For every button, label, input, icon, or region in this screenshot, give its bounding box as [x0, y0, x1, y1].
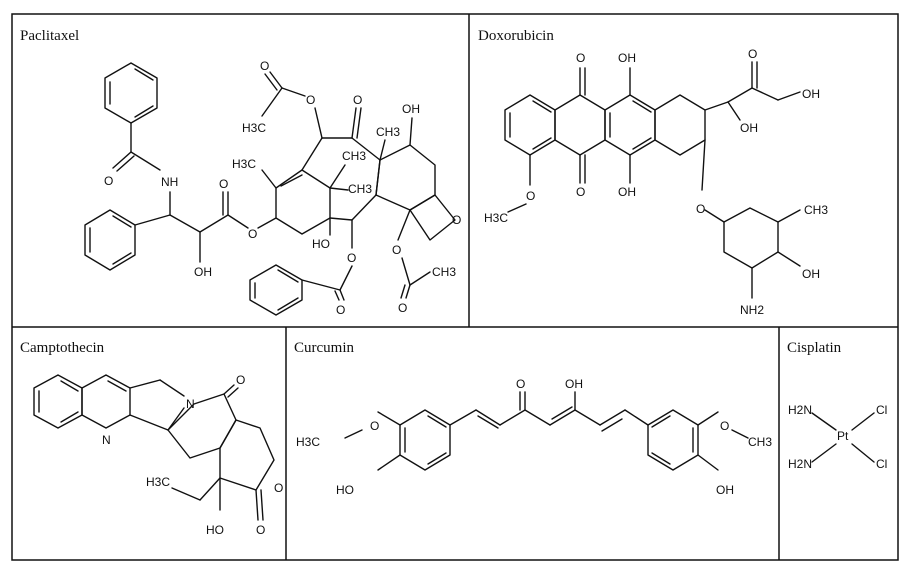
atom-o: O	[398, 301, 407, 315]
atom-o: O	[576, 51, 585, 65]
atom-n: N	[186, 397, 195, 411]
atom-ho: HO	[206, 523, 224, 537]
atom-h3c: H3C	[146, 475, 170, 489]
atom-ch3: CH3	[348, 182, 372, 196]
atom-ho: HO	[312, 237, 330, 251]
atom-cl: Cl	[876, 457, 887, 471]
atom-o: O	[526, 189, 535, 203]
camptothecin-structure: N N O O O H3C HO	[33, 373, 283, 537]
atom-o: O	[370, 419, 379, 433]
atom-o: O	[720, 419, 729, 433]
atom-oh: OH	[740, 121, 758, 135]
cisplatin-structure: H2N Cl Pt H2N Cl	[788, 403, 887, 471]
atom-o: O	[248, 227, 257, 241]
cisplatin-panel: Cisplatin H2N Cl Pt H2N Cl	[787, 340, 887, 471]
paclitaxel-structure: O NH OH O O H3C	[84, 59, 461, 317]
atom-h3c: H3C	[242, 121, 266, 135]
atom-oh: OH	[618, 51, 636, 65]
panel-title-camptothecin: Camptothecin	[20, 340, 105, 356]
atom-nh: NH	[161, 175, 178, 189]
atom-oh: OH	[802, 87, 820, 101]
atom-ch3: CH3	[804, 203, 828, 217]
atom-nh2: NH2	[740, 303, 764, 317]
atom-oh: OH	[802, 267, 820, 281]
atom-o: O	[452, 213, 461, 227]
atom-o: O	[274, 481, 283, 495]
atom-o: O	[347, 251, 356, 265]
atom-ch3: CH3	[432, 265, 456, 279]
atom-o: O	[336, 303, 345, 317]
atom-o: O	[306, 93, 315, 107]
atom-o: O	[696, 202, 705, 216]
atom-h2n: H2N	[788, 403, 812, 417]
panel-title-paclitaxel: Paclitaxel	[20, 28, 79, 44]
panel-title-curcumin: Curcumin	[294, 340, 354, 356]
atom-ch3: CH3	[376, 125, 400, 139]
atom-oh: OH	[402, 102, 420, 116]
atom-h3c: H3C	[232, 157, 256, 171]
camptothecin-panel: Camptothecin N N O O O	[20, 340, 283, 537]
atom-ho: HO	[336, 483, 354, 497]
atom-o: O	[236, 373, 245, 387]
paclitaxel-panel: Paclitaxel O NH OH	[20, 28, 461, 317]
doxorubicin-panel: Doxorubicin O O OH OH	[478, 28, 828, 317]
doxorubicin-structure: O O OH OH O OH OH	[484, 47, 828, 317]
curcumin-panel: Curcumin O H3C HO O OH	[294, 340, 772, 497]
atom-h3c: H3C	[296, 435, 320, 449]
atom-oh: OH	[565, 377, 583, 391]
atom-cl: Cl	[876, 403, 887, 417]
atom-o: O	[516, 377, 525, 391]
panel-title-cisplatin: Cisplatin	[787, 340, 842, 356]
atom-o: O	[104, 174, 113, 188]
atom-ch3: CH3	[748, 435, 772, 449]
atom-h2n: H2N	[788, 457, 812, 471]
atom-oh: OH	[194, 265, 212, 279]
atom-o: O	[260, 59, 269, 73]
curcumin-structure: O H3C HO O OH	[296, 377, 772, 497]
atom-o: O	[353, 93, 362, 107]
atom-o: O	[256, 523, 265, 537]
panel-title-doxorubicin: Doxorubicin	[478, 28, 554, 44]
atom-o: O	[748, 47, 757, 61]
atom-ch3: CH3	[342, 149, 366, 163]
atom-pt: Pt	[837, 429, 849, 443]
atom-oh: OH	[618, 185, 636, 199]
atom-h3c: H3C	[484, 211, 508, 225]
atom-o: O	[392, 243, 401, 257]
atom-o: O	[219, 177, 228, 191]
figure-border	[11, 13, 899, 561]
atom-oh: OH	[716, 483, 734, 497]
atom-n: N	[102, 433, 111, 447]
atom-o: O	[576, 185, 585, 199]
